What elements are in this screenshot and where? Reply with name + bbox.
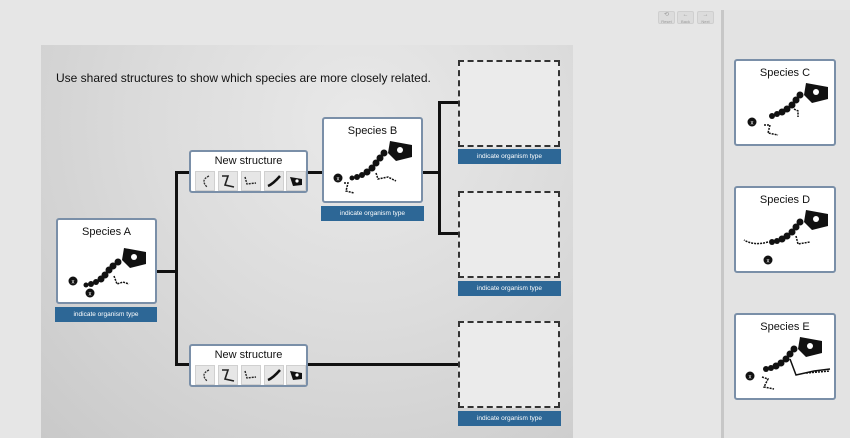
structure-slot-limb[interactable]	[218, 365, 238, 385]
structure-slot-curve[interactable]	[195, 365, 215, 385]
svg-text:x: x	[89, 292, 92, 298]
structure-slot-skull[interactable]	[286, 171, 306, 191]
tree-branch	[438, 232, 459, 235]
next-button[interactable]: → Next	[697, 11, 714, 24]
skeleton-icon: x	[743, 210, 828, 265]
structure-slot-spine[interactable]	[264, 365, 284, 385]
structure-slot-leg[interactable]	[241, 365, 261, 385]
tree-branch	[175, 171, 178, 365]
structure-slot-spine[interactable]	[264, 171, 284, 191]
back-arrow-icon: ←	[682, 12, 689, 18]
skeleton-icon: x	[333, 141, 412, 194]
organism-type-button[interactable]: indicate organism type	[458, 411, 561, 426]
tree-branch	[438, 101, 459, 104]
drop-zone-2[interactable]	[458, 191, 560, 278]
tree-branch	[438, 101, 441, 235]
tree-branch	[175, 363, 190, 366]
organism-type-button[interactable]: indicate organism type	[55, 307, 157, 322]
next-arrow-icon: →	[702, 12, 709, 18]
species-a-card[interactable]: Species A x x	[56, 218, 157, 304]
drop-zone-1[interactable]	[458, 60, 560, 147]
skeleton-icon: x	[747, 83, 828, 136]
tree-branch	[307, 171, 323, 174]
species-b-name: Species B	[347, 125, 398, 137]
species-a-name: Species A	[82, 226, 131, 238]
pane-divider[interactable]	[721, 10, 724, 438]
structure-slot-limb[interactable]	[218, 171, 238, 191]
skeleton-icon: x	[745, 337, 831, 390]
new-structure-title: New structure	[214, 349, 283, 361]
species-c-card[interactable]: Species C x	[734, 59, 836, 146]
svg-text:x: x	[337, 177, 340, 183]
species-c-name: Species C	[759, 67, 811, 79]
organism-type-button[interactable]: indicate organism type	[458, 149, 561, 164]
structure-slot-skull[interactable]	[286, 365, 306, 385]
svg-text:x: x	[72, 280, 75, 286]
tree-branch	[307, 363, 459, 366]
svg-text:x: x	[751, 121, 754, 127]
tree-branch	[175, 171, 190, 174]
species-d-name: Species D	[759, 194, 811, 206]
species-e-name: Species E	[760, 321, 810, 333]
drop-zone-3[interactable]	[458, 321, 560, 408]
structure-slot-leg[interactable]	[241, 171, 261, 191]
species-e-card[interactable]: Species E x	[734, 313, 836, 400]
instructions: Use shared structures to show which spec…	[56, 71, 431, 85]
tree-branch	[157, 270, 177, 273]
svg-text:x: x	[767, 259, 770, 265]
back-button[interactable]: ← Back	[677, 11, 694, 24]
new-structure-title: New structure	[214, 155, 283, 167]
svg-text:x: x	[749, 375, 752, 381]
reset-button[interactable]: ⟲ Reset	[658, 11, 675, 24]
organism-type-button[interactable]: indicate organism type	[321, 206, 424, 221]
species-b-card[interactable]: Species B x	[322, 117, 423, 203]
new-structure-bottom[interactable]: New structure	[189, 344, 308, 387]
new-structure-top[interactable]: New structure	[189, 150, 308, 193]
species-d-card[interactable]: Species D x	[734, 186, 836, 273]
structure-slot-curve[interactable]	[195, 171, 215, 191]
tree-branch	[422, 171, 440, 174]
organism-type-button[interactable]: indicate organism type	[458, 281, 561, 296]
skeleton-icon: x x	[68, 248, 146, 298]
undo-icon: ⟲	[663, 12, 670, 18]
